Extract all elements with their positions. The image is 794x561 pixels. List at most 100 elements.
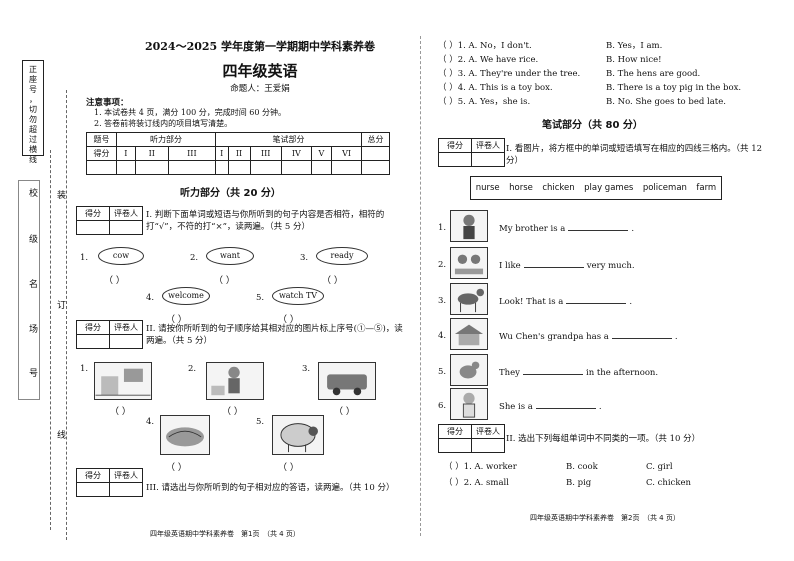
writing-title: 笔试部分（共 80 分）	[542, 120, 643, 131]
answer-paren[interactable]: （ ）	[322, 276, 343, 286]
r-item-left: （ ）1. A. No，I don't.	[438, 41, 532, 51]
picture-chicken	[450, 354, 488, 386]
blank	[116, 160, 136, 175]
strip-char: 号	[29, 85, 37, 94]
row-score: 得分	[86, 146, 117, 161]
r-item-right: B. Yes，I am.	[606, 41, 663, 51]
sentence-num: 6.	[438, 401, 447, 411]
note-2: 2. 答卷前将装订线内的项目填写清楚。	[94, 119, 233, 128]
answer-paren[interactable]: （ ）	[110, 407, 131, 417]
blank	[215, 160, 229, 175]
exam-title: 2024～2025 学年度第一学期期中学科素养卷	[144, 40, 376, 53]
col-writing: 笔试部分	[215, 132, 362, 147]
answer-paren[interactable]: （ ）	[166, 463, 187, 473]
choice-c: C. girl	[646, 462, 673, 472]
picture-farmer	[206, 362, 264, 400]
sentence-num: 5.	[438, 367, 447, 377]
cell-w4: IV	[280, 146, 312, 161]
class-label: 级	[29, 235, 39, 245]
score-box-l2: 得分评卷人	[76, 320, 143, 349]
r-item-left: （ ）5. A. Yes，she is.	[438, 97, 531, 107]
subject-title: 四年级英语	[222, 62, 298, 80]
answer-blank[interactable]	[611, 330, 672, 339]
answer-paren[interactable]: （ ）	[214, 276, 235, 286]
score-label: 得分	[76, 320, 110, 335]
r-item-right: B. There is a toy pig in the box.	[606, 83, 742, 93]
name-label: 名	[29, 280, 39, 290]
choice-item: （ ）2. A. small	[444, 478, 509, 488]
l1-item-num: 5.	[256, 293, 265, 303]
strip-char: ，	[29, 95, 37, 104]
grader-cell	[109, 334, 143, 349]
answer-paren[interactable]: （ ）	[278, 463, 299, 473]
grader-label: 评卷人	[109, 468, 143, 483]
score-cell	[76, 334, 110, 349]
blank	[361, 160, 390, 175]
answer-blank[interactable]	[535, 400, 596, 409]
strip-char: 正	[29, 65, 37, 74]
pic-num: 5.	[256, 417, 265, 427]
strip-char: 勿	[29, 115, 37, 124]
answer-paren[interactable]: （ ）	[278, 315, 299, 325]
word-chicken: chicken	[542, 183, 575, 193]
grader-label: 评卷人	[471, 424, 505, 439]
info-fields	[18, 180, 40, 400]
choice-b: B. pig	[566, 478, 592, 488]
sentence-6: She is a.	[499, 400, 602, 412]
grader-cell	[109, 482, 143, 497]
word-nurse: nurse	[475, 183, 500, 193]
blank	[227, 160, 251, 175]
choice-item: （ ）1. A. worker	[444, 462, 517, 472]
picture-room	[94, 362, 152, 400]
score-box-w1: 得分评卷人	[438, 138, 505, 167]
listening-q2-text: II. 请按你所听到的句子顺序给其相对应的图片标上序号(①—⑤)，读两遍。（共 …	[146, 324, 403, 346]
blank	[310, 160, 333, 175]
score-box-l3: 得分评卷人	[76, 468, 143, 497]
answer-blank[interactable]	[523, 259, 584, 268]
cut-label-zhuang: 装	[57, 191, 67, 201]
grader-label: 评卷人	[471, 138, 505, 153]
grader-label: 评卷人	[109, 320, 143, 335]
exam-room-label: 场	[29, 325, 39, 335]
r-item-left: （ ）3. A. They're under the tree.	[438, 69, 581, 79]
answer-blank[interactable]	[522, 366, 583, 375]
answer-paren[interactable]: （ ）	[104, 276, 125, 286]
cloud-word: cow	[98, 247, 144, 265]
cell-w3: III	[249, 146, 282, 161]
listening-title: 听力部分（共 20 分）	[180, 188, 281, 199]
answer-blank[interactable]	[568, 222, 629, 231]
r-item-right: B. How nice!	[606, 55, 662, 65]
word-policeman: policeman	[642, 183, 687, 193]
strip-char: 座	[29, 75, 37, 84]
cloud-word: welcome	[162, 287, 210, 305]
score-label: 得分	[438, 138, 472, 153]
blank	[331, 160, 362, 175]
pic-num: 1.	[80, 364, 89, 374]
strip-char: 横	[29, 145, 37, 154]
picture-farm	[450, 318, 488, 350]
word-horse: horse	[509, 183, 533, 193]
answer-paren[interactable]: （ ）	[166, 315, 187, 325]
blank	[167, 160, 217, 175]
footer-right: 四年级英语期中学科素养卷 第2页 （共 4 页）	[530, 514, 680, 522]
sentence-3: Look! That is a.	[499, 295, 633, 307]
score-label: 得分	[438, 424, 472, 439]
note-1: 1. 本试卷共 4 页，满分 100 分，完成时间 60 分钟。	[94, 108, 286, 117]
grader-cell	[471, 152, 505, 167]
strip-char: 切	[29, 105, 37, 114]
answer-paren[interactable]: （ ）	[222, 407, 243, 417]
grader-label: 评卷人	[109, 206, 143, 221]
l1-item-num: 3.	[300, 253, 309, 263]
writing-q2-text: II. 选出下列每组单词中不同类的一项。（共 10 分）	[506, 434, 701, 444]
binding-strip: 正座号，切勿超过横线 校 级 名 场 号 装 订 线	[0, 0, 80, 561]
cut-label-xian: 线	[57, 431, 67, 441]
exam-seat-note: 正座号，切勿超过横线	[22, 60, 44, 164]
answer-blank[interactable]	[566, 295, 627, 304]
answer-paren[interactable]: （ ）	[334, 407, 355, 417]
pic-num: 3.	[302, 364, 311, 374]
score-cell	[76, 482, 110, 497]
listening-q3-text: III. 请选出与你所听到的句子相对应的答语，读两遍。（共 10 分）	[146, 483, 395, 493]
l1-item-num: 1.	[80, 253, 89, 263]
cell-w6: VI	[331, 146, 362, 161]
